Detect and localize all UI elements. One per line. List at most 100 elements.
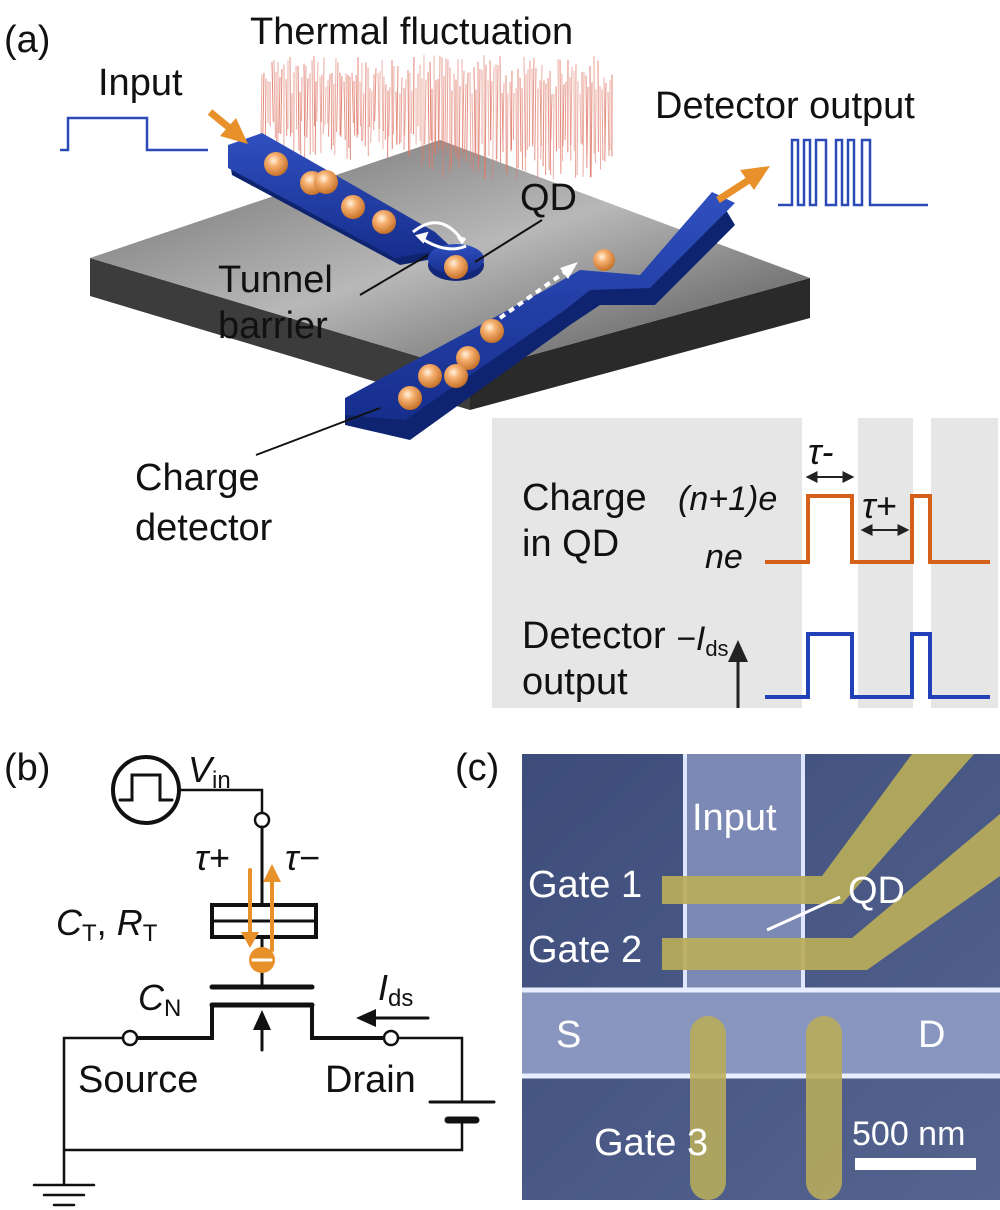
drain-terminal xyxy=(382,1029,400,1047)
sem-qd-label: QD xyxy=(848,870,905,912)
ct-rt-label: CT, RT xyxy=(56,902,158,947)
noise-line xyxy=(271,62,274,123)
noise-line xyxy=(297,65,300,151)
noise-line xyxy=(336,62,339,133)
charge-trace xyxy=(765,494,990,564)
source-terminal xyxy=(121,1029,139,1047)
noise-line xyxy=(526,69,529,151)
electron xyxy=(398,386,422,410)
noise-line xyxy=(392,66,395,135)
inset-tau-plus: τ+ xyxy=(862,485,897,526)
source-label: Source xyxy=(78,1059,198,1101)
panel-c: (c) Input Gate 1 Gate 2 QD S D Gate xyxy=(455,747,1000,1200)
noise-line xyxy=(444,58,447,146)
noise-line xyxy=(562,84,565,147)
noise-line xyxy=(557,58,560,149)
noise-line xyxy=(370,90,373,143)
noise-line xyxy=(458,86,461,168)
electron xyxy=(456,346,480,370)
electrons xyxy=(264,152,615,410)
noise-line xyxy=(295,65,298,130)
noise-line xyxy=(384,84,387,140)
noise-line xyxy=(343,81,346,140)
minus-ids-label: −Ids xyxy=(676,620,729,661)
noise-line xyxy=(437,78,440,146)
noise-line xyxy=(550,94,553,141)
noise-line xyxy=(576,81,579,175)
noise-line xyxy=(552,94,555,180)
noise-line xyxy=(304,65,307,159)
noise-line xyxy=(496,65,499,159)
noise-line xyxy=(506,93,509,176)
noise-line xyxy=(289,56,292,137)
n-plus-one-e-label: (n+1)e xyxy=(678,480,777,518)
qd-pointer-line xyxy=(474,219,543,263)
noise-line xyxy=(521,88,524,170)
charge-detector-label-1: Charge xyxy=(135,457,260,499)
voltage-source-icon xyxy=(111,755,181,825)
noise-line xyxy=(262,72,265,141)
detector-pointer-line xyxy=(255,407,381,456)
noise-line xyxy=(466,72,469,162)
noise-line xyxy=(345,73,348,159)
ids-label: Ids xyxy=(378,967,413,1012)
electron xyxy=(418,364,442,388)
noise-line xyxy=(490,81,493,141)
noise-line xyxy=(601,89,604,161)
noise-line xyxy=(549,70,552,175)
electron xyxy=(480,319,504,343)
noise-line xyxy=(473,67,476,156)
noise-line xyxy=(528,60,531,147)
scale-label: 500 nm xyxy=(852,1115,965,1153)
noise-line xyxy=(547,78,550,171)
charge-detector-label-2: detector xyxy=(135,507,273,549)
tau-plus-label: τ+ xyxy=(195,837,230,878)
noise-line xyxy=(332,83,335,146)
gate3-label: Gate 3 xyxy=(594,1122,708,1164)
current-flow-arrow xyxy=(498,262,578,320)
noise-line xyxy=(360,63,363,142)
noise-line xyxy=(407,70,410,157)
detector-output-label: Detector output xyxy=(655,85,915,127)
noise-line xyxy=(303,63,306,136)
gate-3-left xyxy=(690,1016,726,1200)
noise-line xyxy=(278,76,281,134)
noise-line xyxy=(311,59,314,152)
noise-line xyxy=(531,68,534,145)
sem-input-label: Input xyxy=(692,797,777,839)
gate2-label: Gate 2 xyxy=(528,929,642,971)
noise-line xyxy=(492,66,495,180)
panel-b-label: (b) xyxy=(4,747,50,789)
noise-line xyxy=(396,66,399,144)
tunnel-pointer-line xyxy=(359,254,429,296)
noise-line xyxy=(534,68,537,161)
noise-line xyxy=(260,74,263,143)
noise-line xyxy=(484,64,487,178)
tunnel-arrows xyxy=(412,221,467,251)
tau-minus-label: τ− xyxy=(285,837,320,878)
noise-line xyxy=(519,77,522,152)
noise-line xyxy=(542,80,545,167)
transistor-arrow-icon xyxy=(253,1010,271,1030)
noise-line xyxy=(469,72,472,169)
noise-line xyxy=(478,68,481,166)
noise-line xyxy=(464,83,467,153)
noise-line xyxy=(434,80,437,155)
cn-label: CN xyxy=(138,977,181,1022)
noise-line xyxy=(512,92,515,141)
qd-pointer-line-c xyxy=(766,895,841,932)
input-terminal xyxy=(253,811,271,829)
noise-line xyxy=(299,92,302,155)
noise-line xyxy=(280,69,283,135)
charge-in-qd-label-1: Charge xyxy=(522,477,647,519)
noise-line xyxy=(275,71,278,143)
gate-3-right xyxy=(806,1016,842,1200)
noise-line xyxy=(607,91,610,157)
noise-line xyxy=(359,81,362,127)
noise-line xyxy=(515,88,518,180)
timing-inset: τ- τ+ Charge in QD (n+1)e ne Detector ou… xyxy=(492,418,998,708)
noise-line xyxy=(300,77,303,121)
noise-line xyxy=(499,56,502,163)
noise-line xyxy=(438,55,441,150)
noise-line xyxy=(487,80,490,156)
